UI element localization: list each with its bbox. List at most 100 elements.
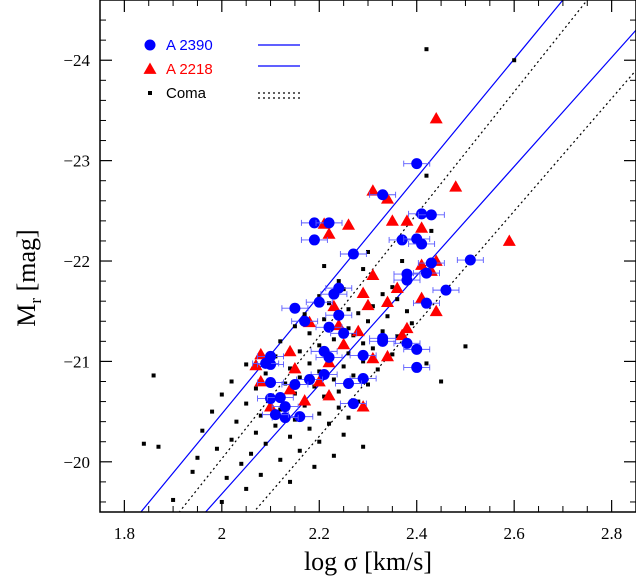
point-coma-70 [317, 411, 322, 416]
point-coma-84 [263, 441, 268, 446]
point-coma-62 [322, 394, 327, 399]
point-coma-74 [234, 419, 239, 424]
legend-label-coma: Coma [166, 85, 207, 102]
point-coma-95 [258, 472, 263, 477]
y-axis-title-sub: r [26, 298, 45, 304]
y-tick-label-4: −20 [63, 453, 90, 472]
point-a-2390-47 [294, 411, 306, 423]
point-coma-72 [346, 415, 351, 420]
point-coma-15 [317, 294, 322, 299]
point-a-2390-45 [347, 398, 359, 410]
point-coma-47 [288, 366, 293, 371]
y-tick-label-2: −22 [63, 252, 90, 271]
point-coma-8 [361, 267, 366, 272]
point-a-2390-31 [357, 349, 369, 361]
point-a-2390-17 [440, 284, 452, 296]
point-coma-6 [400, 259, 405, 264]
point-coma-35 [361, 341, 366, 346]
point-a-2218-14 [366, 268, 380, 280]
point-coma-18 [370, 304, 375, 309]
x-tick-label-3: 2.4 [406, 524, 428, 543]
point-coma-99 [171, 497, 176, 502]
point-coma-86 [214, 446, 219, 451]
legend-marker-a-2390 [144, 39, 156, 51]
point-a-2218-26 [395, 328, 409, 341]
point-coma-79 [253, 430, 258, 435]
point-coma-69 [210, 409, 215, 414]
point-coma-54 [229, 379, 234, 384]
point-a-2218-30 [380, 349, 394, 362]
point-a-2218-27 [283, 344, 297, 357]
fit-line-a2390-0 [140, 0, 564, 512]
point-a-2218-39 [298, 394, 312, 406]
point-coma-49 [317, 369, 322, 374]
y-tick-label-3: −21 [63, 352, 90, 371]
point-coma-29 [380, 329, 385, 334]
point-a-2390-29 [411, 343, 423, 355]
point-a-2218-8 [502, 234, 516, 246]
point-coma-76 [273, 423, 278, 428]
point-coma-20 [404, 309, 409, 314]
plot-area [140, 0, 636, 512]
point-a-2218-28 [337, 337, 351, 350]
point-coma-51 [351, 373, 356, 378]
point-a-2390-37 [318, 368, 330, 380]
point-coma-94 [190, 469, 195, 474]
point-coma-82 [229, 437, 234, 442]
point-a-2218-37 [283, 383, 297, 395]
point-a-2218-16 [356, 286, 370, 299]
y-tick-label-0: −24 [63, 51, 90, 70]
point-a-2390-41 [343, 377, 355, 389]
point-a-2390-4 [308, 217, 320, 229]
point-a-2390-39 [304, 373, 316, 385]
point-coma-46 [341, 364, 346, 369]
point-a-2390-38 [357, 372, 369, 384]
point-coma-1 [512, 58, 517, 63]
point-a-2218-9 [415, 221, 429, 233]
point-a-2390-21 [289, 302, 301, 314]
point-a-2218-41 [356, 400, 370, 412]
svg-text:Mr [mag]: Mr [mag] [12, 229, 45, 326]
point-coma-50 [263, 371, 268, 376]
point-a-2218-29 [366, 351, 380, 364]
point-a-2218-40 [264, 400, 278, 412]
point-coma-88 [249, 451, 254, 456]
point-coma-38 [297, 349, 302, 354]
point-coma-16 [395, 297, 400, 302]
point-coma-32 [395, 334, 400, 339]
point-a-2218-19 [327, 299, 341, 312]
point-coma-12 [390, 285, 395, 290]
point-coma-11 [336, 279, 341, 284]
point-coma-93 [312, 464, 317, 469]
point-coma-71 [258, 413, 263, 418]
point-a-2218-4 [385, 214, 399, 226]
point-a-2390-24 [323, 321, 335, 333]
point-coma-65 [244, 401, 249, 406]
point-coma-78 [200, 428, 205, 433]
point-coma-14 [380, 292, 385, 297]
point-a-2218-0 [429, 111, 443, 124]
x-axis-title: log σ [km/s] [304, 547, 432, 576]
point-coma-73 [292, 417, 297, 422]
point-a-2218-34 [249, 358, 263, 371]
point-coma-98 [244, 486, 249, 491]
point-coma-5 [366, 249, 370, 254]
point-coma-2 [424, 173, 429, 178]
point-a-2390-15 [401, 274, 413, 286]
point-a-2218-1 [449, 180, 463, 192]
legend-marker-coma [148, 91, 152, 95]
point-a-2218-24 [351, 324, 365, 337]
point-a-2390-42 [289, 379, 301, 391]
point-coma-104 [439, 379, 444, 384]
point-a-2218-17 [361, 298, 375, 311]
point-a-2390-19 [313, 296, 325, 308]
x-tick-label-0: 1.8 [114, 524, 135, 543]
point-a-2218-18 [380, 295, 394, 308]
point-a-2390-43 [265, 393, 277, 405]
point-a-2390-33 [323, 351, 335, 363]
point-a-2390-44 [274, 392, 286, 404]
point-coma-83 [317, 439, 322, 444]
fit-line-coma-2 [178, 0, 588, 512]
point-coma-22 [302, 312, 307, 317]
